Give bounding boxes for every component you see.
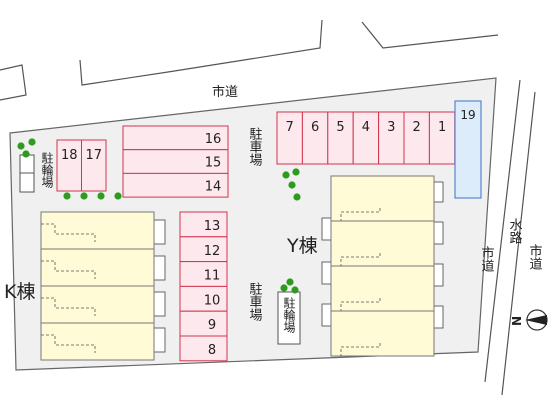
bicycle-shed-center [277,291,301,345]
k-building [40,211,166,361]
tree [80,192,88,200]
tree [28,138,36,146]
y-building [321,175,444,357]
parking-number-4: 4 [362,120,370,135]
k-building-unit [40,322,155,361]
parking-number-18: 18 [61,148,78,163]
waterway-label: 水路 [507,218,523,244]
tree [114,192,122,200]
parking-wide-stack: 16 15 14 [122,125,229,198]
parking-number-8: 8 [208,343,216,358]
parking-label-upper: 駐車場 [247,127,263,166]
parking-number-6: 6 [311,120,319,135]
top-road-edge-right [361,21,499,49]
k-balcony [152,291,166,317]
y-building-entrance [340,298,381,311]
tree [17,142,25,150]
y-building-entrance [340,253,381,266]
bicycle-label-center: 駐輪場 [282,296,296,334]
parking-number-10: 10 [204,293,221,308]
parking-number-11: 11 [204,269,221,284]
parking-number-14: 14 [205,179,222,194]
road-outlines [0,19,536,396]
parking-space-3 [378,111,405,165]
left-road-edge [0,64,27,101]
tree [22,150,30,158]
far-road-label: 市道 [527,243,543,270]
compass-arrow [525,315,547,325]
compass: N [510,309,548,331]
tree [288,181,296,189]
waterway-line-1 [484,79,521,383]
parking-number-3: 3 [387,120,395,135]
parking-space-9 [179,310,228,337]
parking-number-5: 5 [336,120,344,135]
bicycle-label-left: 駐輪場 [40,151,54,189]
k-balcony [152,327,166,353]
tree [291,286,299,294]
parking-space-14 [122,172,229,198]
k-building-entrance [41,334,96,353]
k-building-unit [40,285,155,324]
parking-space-12 [179,236,228,263]
parking-space-5 [327,111,354,165]
y-building-unit [330,220,435,267]
parking-space-19 [454,100,482,199]
y-building-entrance [340,343,381,356]
parking-number-7: 7 [286,120,294,135]
k-balcony [152,219,166,245]
right-road-label: 市道 [479,245,495,272]
parking-space-8 [179,335,228,362]
parking-number-16: 16 [205,132,222,147]
parking-number-12: 12 [204,244,221,259]
tree [63,192,71,200]
k-building-entrance [41,223,96,242]
waterway-line-2 [501,91,536,396]
y-building-entrance [340,208,381,221]
k-building-unit [40,248,155,287]
tree [280,284,288,292]
k-building-label: K棟 [4,281,35,303]
y-building-label: Y棟 [286,235,318,257]
y-building-unit [330,310,435,357]
parking-number-17: 17 [86,148,103,163]
parking-space-2 [403,111,430,165]
parking-number-19: 19 [460,108,475,122]
top-road-label: 市道 [212,84,238,100]
trees [17,138,301,294]
k-building-entrance [41,260,96,279]
tree [282,171,290,179]
parking-middle-column: 13 12 11 10 9 8 [179,211,228,362]
k-building-entrance [41,297,96,316]
parking-space-6 [301,111,329,165]
parking-number-1: 1 [438,120,446,135]
tree [292,168,300,176]
tree [286,278,294,286]
parking-label-lower: 駐車場 [247,282,263,321]
y-building-unit [330,175,435,222]
k-balcony [152,255,166,281]
compass-letter: N [510,316,524,326]
parking-space-17 [81,139,107,192]
top-road-edge [79,19,323,86]
tree [97,192,105,200]
tree [293,193,301,201]
y-building-unit [330,265,435,312]
parking-number-2: 2 [413,120,421,135]
parking-number-13: 13 [204,219,221,234]
parking-space-4 [352,111,380,165]
parking-space-11 [179,261,228,287]
parking-space-1 [428,111,456,165]
parking-number-15: 15 [205,156,222,171]
k-building-unit [40,211,155,250]
parking-number-9: 9 [208,318,216,333]
parking-top-row: 7 6 5 4 3 2 1 [276,111,456,165]
